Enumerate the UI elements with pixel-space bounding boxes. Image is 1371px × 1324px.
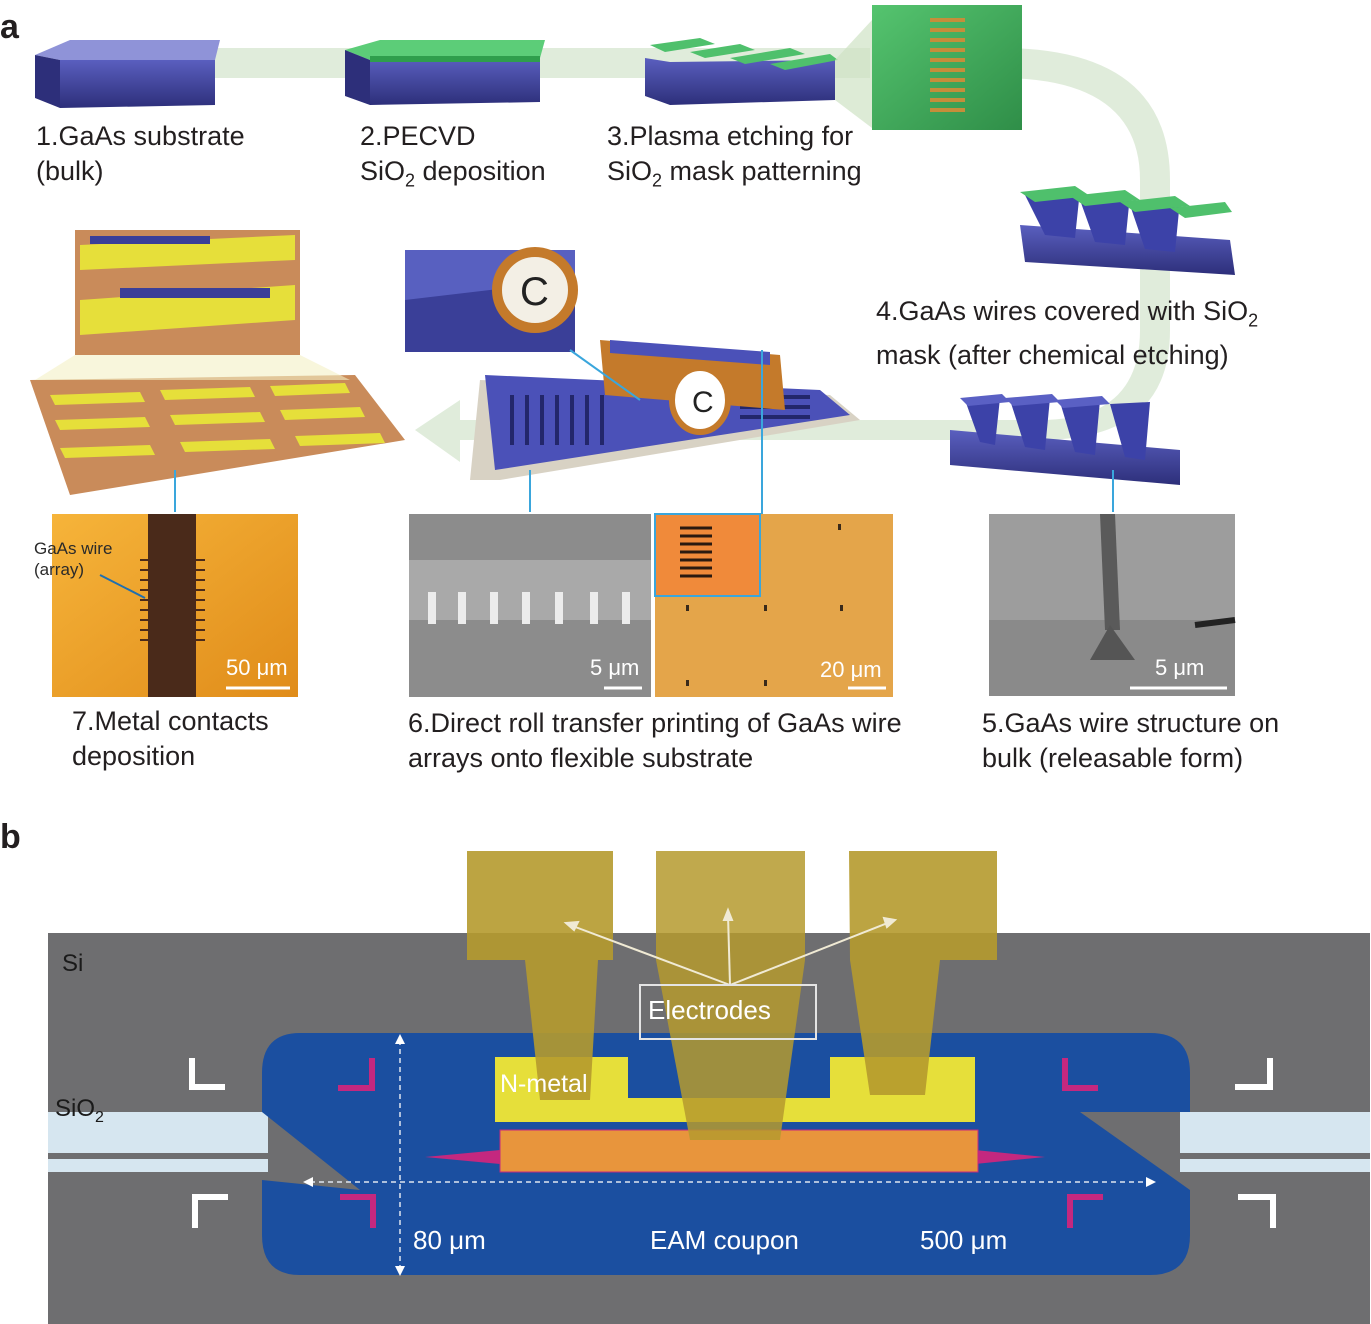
patterned-mask-block [645,38,838,105]
scale-bar-20um: 20 μm [820,657,882,682]
n-metal-label: N-metal [500,1070,588,1098]
si-label: Si [62,950,84,977]
step-6-caption: 6.Direct roll transfer printing of GaAs … [408,708,902,773]
scale-bar-50um: 50 μm [226,655,288,680]
svg-text:C: C [520,270,549,314]
metal-contact-substrate [30,230,405,495]
step-5-caption: 5.GaAs wire structure on bulk (releasabl… [982,708,1280,773]
micrograph-released-wire [989,514,1236,696]
panel-b-letter: b [0,818,21,856]
step-4-caption: 4.GaAs wires covered with SiO2 mask (aft… [876,296,1259,371]
micrograph-metal-contacts [52,514,298,697]
length-500um-label: 500 μm [920,1225,1008,1255]
panel-a-letter: a [0,8,19,46]
eam-coupon-label: EAM coupon [650,1225,799,1255]
mask-pattern-micrograph [835,5,1022,130]
step-7-caption: 7.Metal contacts deposition [72,706,269,771]
gaas-substrate-block [35,40,220,108]
gaas-wires-with-mask [1020,186,1235,275]
scale-bar-5um-a: 5 μm [590,655,640,680]
svg-text:C: C [692,386,714,419]
released-gaas-wires [950,394,1180,485]
step-2-caption: 2.PECVD SiO2 deposition [360,121,546,191]
step-3-caption: 3.Plasma etching for SiO2 mask patternin… [607,121,862,191]
step-1-caption: 1.GaAs substrate (bulk) [36,121,245,186]
electrodes-label: Electrodes [648,995,771,1025]
panel-a-process-flow: C C [30,5,1236,697]
micrograph-optical-transfer [654,513,893,697]
gaas-wire-array-label: GaAs wire (array) [34,539,113,579]
sio2-deposited-block [345,40,545,105]
scale-bar-5um-b: 5 μm [1155,655,1205,680]
sio2-label: SiO2 [55,1095,104,1126]
micrograph-sem-transfer [409,514,651,697]
width-80um-label: 80 μm [413,1225,486,1255]
